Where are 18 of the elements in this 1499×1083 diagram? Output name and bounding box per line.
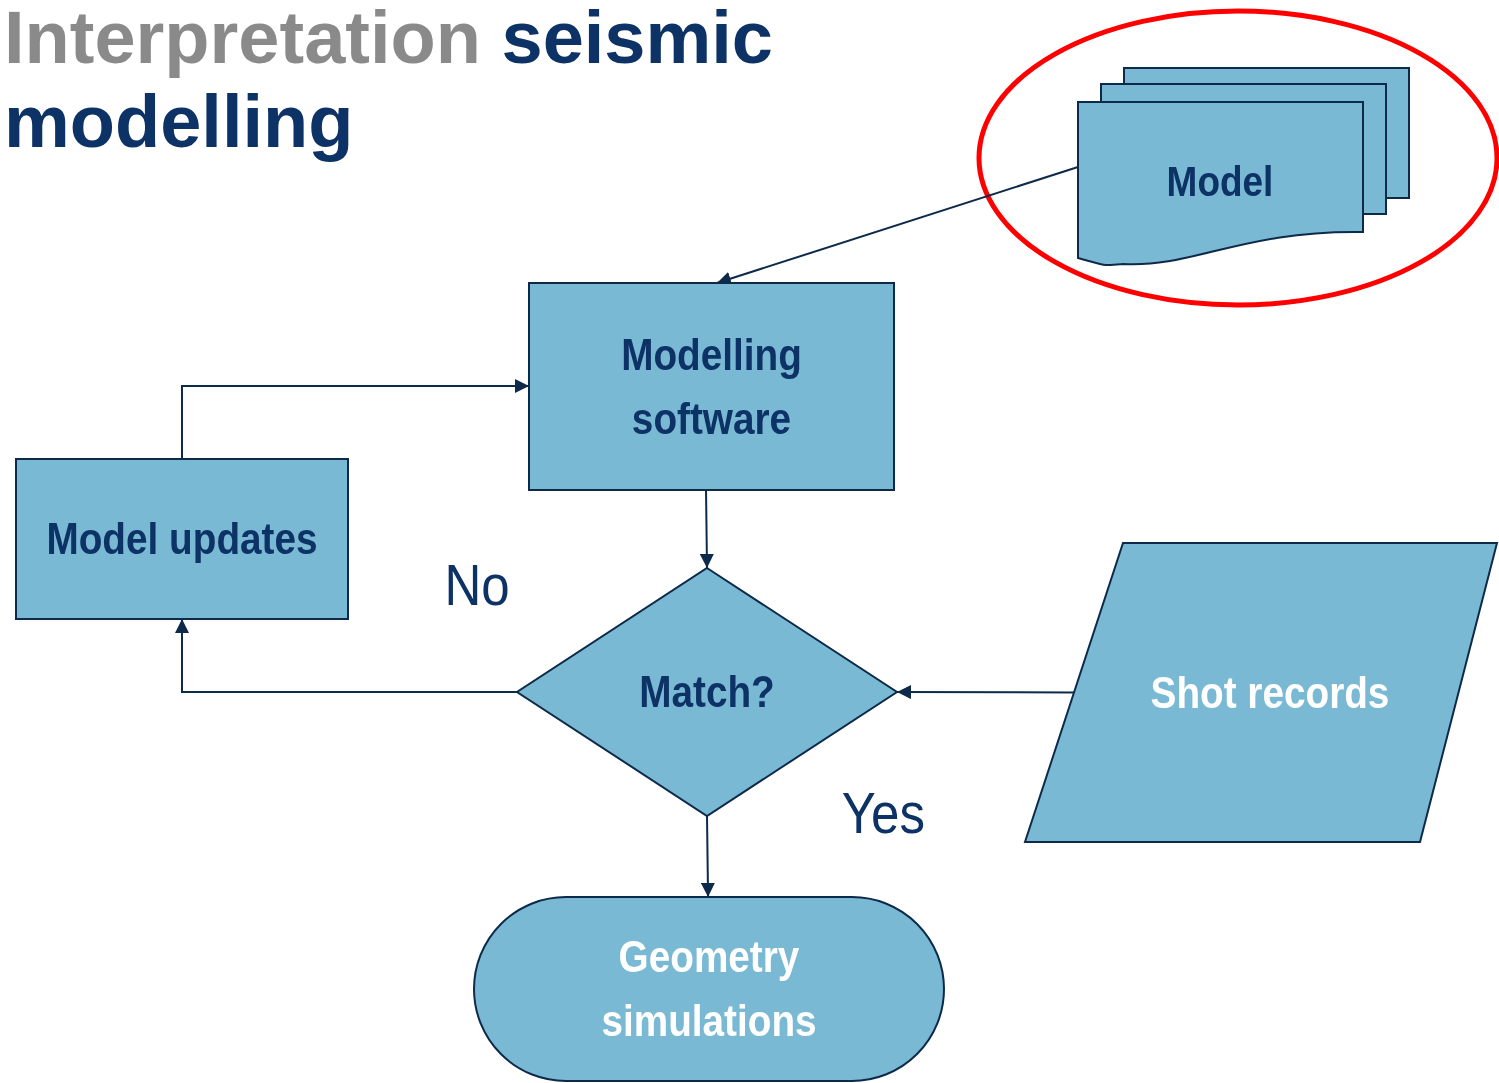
arrow: [700, 815, 715, 898]
node-label: Modelling software: [620, 328, 803, 445]
data-parallelogram: [1025, 543, 1497, 842]
node-label: Model: [1165, 157, 1275, 207]
arrow: [181, 379, 530, 460]
edge-label: Yes: [841, 783, 925, 843]
process-box: [16, 459, 348, 619]
arrow: [896, 685, 1075, 700]
title: Interpretation seismic modelling: [4, 0, 775, 164]
node-label: Shot records: [1149, 666, 1391, 719]
node-label: Model updates: [45, 513, 319, 565]
document-stack: [1078, 68, 1409, 266]
node-label: Geometry simulations: [600, 931, 818, 1047]
process-box: [529, 283, 894, 490]
edge-label: No: [444, 555, 510, 615]
arrow: [175, 618, 518, 693]
node-label: Match?: [638, 666, 776, 718]
arrow: [699, 489, 714, 569]
